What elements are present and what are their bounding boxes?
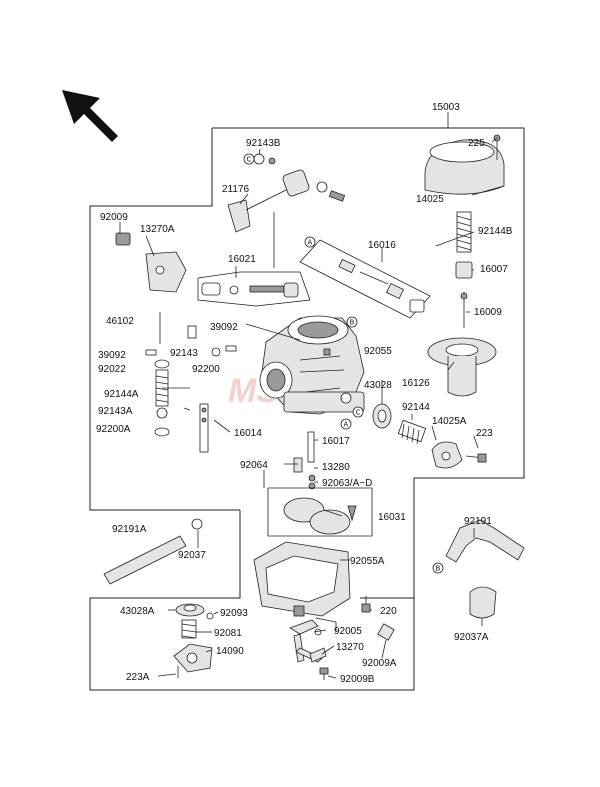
idle-screw-assembly bbox=[115, 232, 187, 293]
label-92022: 92022 bbox=[98, 364, 126, 375]
svg-text:B: B bbox=[350, 319, 355, 327]
label-46102: 46102 bbox=[106, 316, 134, 327]
lower-frame bbox=[89, 510, 415, 691]
label-21176: 21176 bbox=[222, 184, 250, 195]
tube-clamp bbox=[469, 586, 497, 619]
label-225: 225 bbox=[468, 138, 485, 149]
label-14025: 14025 bbox=[416, 194, 444, 205]
diaphragm-cover bbox=[431, 441, 487, 469]
fuel-fitting bbox=[289, 619, 327, 663]
label-43028a: 43028A bbox=[120, 606, 155, 617]
label-13270: 13270 bbox=[336, 642, 364, 653]
washer-92200 bbox=[211, 347, 221, 357]
label-220: 220 bbox=[380, 606, 397, 617]
label-39092-left: 39092 bbox=[98, 350, 126, 361]
label-14090: 14090 bbox=[216, 646, 244, 657]
label-92009b: 92009B bbox=[340, 674, 375, 685]
label-92063: 92063/A~D bbox=[322, 478, 372, 489]
label-16016: 16016 bbox=[368, 240, 396, 251]
label-14025a: 14025A bbox=[432, 416, 467, 427]
label-92144: 92144 bbox=[402, 402, 430, 413]
accelerator-pump-group bbox=[173, 603, 214, 678]
label-92064: 92064 bbox=[240, 460, 268, 471]
drain-tube-92191a bbox=[103, 518, 203, 585]
label-16014: 16014 bbox=[234, 428, 262, 439]
assembly-frame bbox=[212, 127, 525, 599]
pilot-jet-group bbox=[197, 271, 311, 307]
float-assembly bbox=[267, 487, 373, 537]
main-jet bbox=[293, 431, 316, 490]
label-92037a: 92037A bbox=[454, 632, 489, 643]
label-13280: 13280 bbox=[322, 462, 350, 473]
label-92009a: 92009A bbox=[362, 658, 397, 669]
label-92143b: 92143B bbox=[246, 138, 281, 149]
label-92143a: 92143A bbox=[98, 406, 133, 417]
label-92055a: 92055A bbox=[350, 556, 385, 567]
label-92191a: 92191A bbox=[112, 524, 147, 535]
label-16126: 16126 bbox=[402, 378, 430, 389]
o-ring-39092-left bbox=[145, 349, 157, 356]
label-92143: 92143 bbox=[170, 348, 198, 359]
assembly-frame-left bbox=[89, 128, 240, 511]
label-16031: 16031 bbox=[378, 512, 406, 523]
label-223a: 223A bbox=[126, 672, 150, 683]
label-92200: 92200 bbox=[192, 364, 220, 375]
label-16017: 16017 bbox=[322, 436, 350, 447]
svg-text:C: C bbox=[247, 156, 252, 164]
label-92009: 92009 bbox=[100, 212, 128, 223]
label-92093: 92093 bbox=[220, 608, 248, 619]
label-15003: 15003 bbox=[432, 102, 460, 113]
label-92191: 92191 bbox=[464, 516, 492, 527]
label-92144a: 92144A bbox=[104, 389, 139, 400]
svg-text:A: A bbox=[308, 239, 313, 247]
label-92081: 92081 bbox=[214, 628, 242, 639]
label-13270a: 13270A bbox=[140, 224, 175, 235]
spring-92144b bbox=[455, 211, 473, 328]
callout-a-top: A bbox=[304, 236, 316, 248]
svg-text:B: B bbox=[436, 565, 441, 573]
o-ring-92055 bbox=[323, 348, 331, 356]
vacuum-piston bbox=[427, 337, 497, 397]
accelerator-diaphragm bbox=[372, 403, 392, 429]
carburetor-body bbox=[259, 315, 365, 415]
callout-a-body: A bbox=[340, 418, 352, 430]
label-16009: 16009 bbox=[474, 307, 502, 318]
label-16007: 16007 bbox=[480, 264, 508, 275]
float-bowl bbox=[253, 541, 351, 617]
label-92200a: 92200A bbox=[96, 424, 131, 435]
label-92055: 92055 bbox=[364, 346, 392, 357]
bowl-screws bbox=[319, 596, 395, 680]
label-16021: 16021 bbox=[228, 254, 256, 265]
callout-c-body: C bbox=[352, 406, 364, 418]
jet-needle-group bbox=[299, 239, 431, 319]
label-39092-right: 39092 bbox=[210, 322, 238, 333]
callout-c-chip: C bbox=[243, 153, 255, 165]
o-ring-39092 bbox=[225, 345, 237, 352]
carburetor-top-cover bbox=[424, 134, 505, 195]
svg-text:A: A bbox=[344, 421, 349, 429]
arrow-up-left-icon bbox=[62, 90, 118, 142]
callout-b-tube: B bbox=[432, 562, 444, 574]
spring-92144 bbox=[397, 419, 427, 445]
part-labels: 15003 225 92143B 21176 14025 92009 13270… bbox=[96, 102, 513, 685]
leader-lines bbox=[119, 137, 505, 679]
callout-b-body: B bbox=[346, 316, 358, 328]
vent-tube-92191 bbox=[445, 519, 525, 563]
svg-text:C: C bbox=[356, 409, 361, 417]
label-92144b: 92144B bbox=[478, 226, 513, 237]
needle-jet-stack bbox=[154, 312, 209, 453]
label-92037: 92037 bbox=[178, 550, 206, 561]
choke-plunger bbox=[227, 153, 346, 233]
label-223: 223 bbox=[476, 428, 493, 439]
label-92005: 92005 bbox=[334, 626, 362, 637]
label-43028: 43028 bbox=[364, 380, 392, 391]
